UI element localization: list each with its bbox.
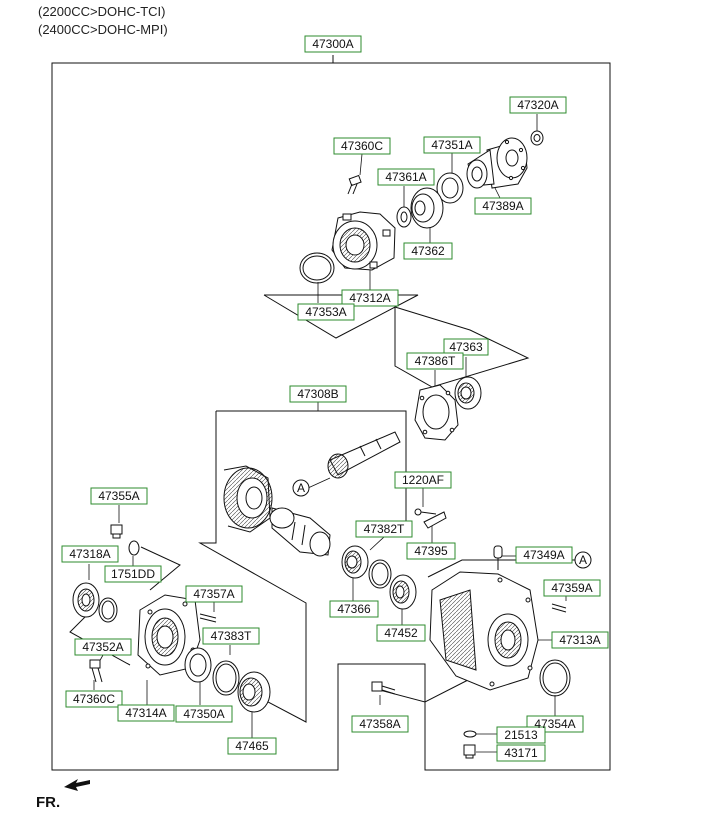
front-direction-indicator: FR.	[36, 779, 90, 811]
label-47361a: 47361A	[385, 170, 426, 184]
label-1220af: 1220AF	[402, 473, 444, 487]
companion-flange-47389a	[466, 137, 528, 189]
bolt-47360c-top	[347, 174, 362, 195]
label-47358a: 47358A	[359, 717, 400, 731]
label-47389a: 47389A	[482, 199, 523, 213]
label-47360c-bottom: 47360C	[73, 692, 115, 706]
bearing-47452	[389, 574, 417, 610]
pin-47357a	[199, 613, 217, 623]
label-47351a: 47351A	[431, 138, 472, 152]
bearing-47362	[410, 187, 444, 229]
label-47382t: 47382T	[364, 522, 405, 536]
bolt-47358a	[371, 681, 396, 695]
label-47363: 47363	[449, 340, 483, 354]
ring-gear-47308b	[223, 465, 273, 533]
svg-text:A: A	[579, 553, 587, 567]
label-47383t: 47383T	[211, 629, 252, 643]
bearing-47366	[341, 545, 369, 579]
label-43171: 43171	[504, 746, 538, 760]
plug-47355a	[110, 524, 123, 539]
label-47314a: 47314A	[125, 706, 166, 720]
label-47313a: 47313A	[559, 633, 600, 647]
label-47349a: 47349A	[523, 548, 564, 562]
label-47352a: 47352A	[82, 640, 123, 654]
label-47465: 47465	[235, 739, 269, 753]
label-47350a: 47350A	[183, 707, 224, 721]
label-47362: 47362	[411, 244, 445, 258]
nut-47320a	[530, 130, 544, 146]
bolt-47360c-bottom	[89, 659, 103, 683]
label-47312a: 47312A	[349, 291, 390, 305]
label-47395: 47395	[414, 544, 448, 558]
oil-seal-47351a	[436, 172, 464, 204]
assembly-frame	[51, 62, 611, 771]
front-arrow-icon	[64, 779, 90, 791]
seal-47350a	[184, 647, 212, 683]
engine-note-2400: (2400CC>DOHC-MPI)	[38, 22, 168, 37]
leader-lines	[88, 114, 567, 753]
label-47354a: 47354A	[534, 717, 575, 731]
pin-47359a	[551, 603, 567, 613]
o-ring-47383t	[212, 660, 240, 696]
o-ring-47353a	[299, 252, 335, 284]
engine-note-2200: (2200CC>DOHC-TCI)	[38, 4, 166, 19]
o-ring-47382t	[368, 559, 392, 589]
label-47452: 47452	[384, 626, 418, 640]
oil-seal-47318a	[72, 582, 100, 618]
o-ring-47354a	[539, 659, 571, 697]
spacer-47361a	[396, 206, 412, 228]
cover-47312a	[331, 211, 396, 271]
label-21513: 21513	[504, 728, 538, 742]
front-label: FR.	[36, 794, 60, 811]
label-47360c-top: 47360C	[341, 139, 383, 153]
label-47366: 47366	[337, 602, 371, 616]
label-1751dd: 1751DD	[111, 567, 155, 581]
label-47320a: 47320A	[517, 98, 558, 112]
housing-47313a	[429, 571, 539, 691]
plug-43171	[463, 744, 476, 759]
bracket-pinion-group	[198, 411, 307, 723]
label-47318a: 47318A	[69, 547, 110, 561]
reference-marker-a-left: A	[292, 479, 310, 497]
bracket-seal-group	[394, 306, 530, 388]
oil-seal-47363	[454, 376, 482, 410]
differential-case	[269, 507, 331, 557]
label-47308b: 47308B	[297, 387, 338, 401]
breather-47349a	[493, 545, 503, 570]
label-47353a: 47353A	[305, 305, 346, 319]
label-47300a: 47300A	[312, 37, 353, 51]
label-47359a: 47359A	[551, 581, 592, 595]
o-ring-47352a	[98, 597, 118, 623]
label-boxes	[61, 35, 609, 762]
housing-47314a	[137, 594, 201, 676]
gasket-21513	[463, 730, 477, 738]
label-47355a: 47355A	[98, 489, 139, 503]
pinion-shaft	[327, 431, 401, 479]
clip-47395	[423, 511, 447, 529]
gasket-47386t	[414, 384, 459, 441]
label-47357a: 47357A	[193, 587, 234, 601]
reference-marker-a-right: A	[574, 551, 592, 569]
label-47386t: 47386T	[415, 354, 456, 368]
bearing-47465	[237, 671, 271, 713]
svg-text:A: A	[297, 481, 305, 495]
gasket-1751dd	[128, 540, 140, 556]
screw-1220af	[414, 508, 437, 516]
